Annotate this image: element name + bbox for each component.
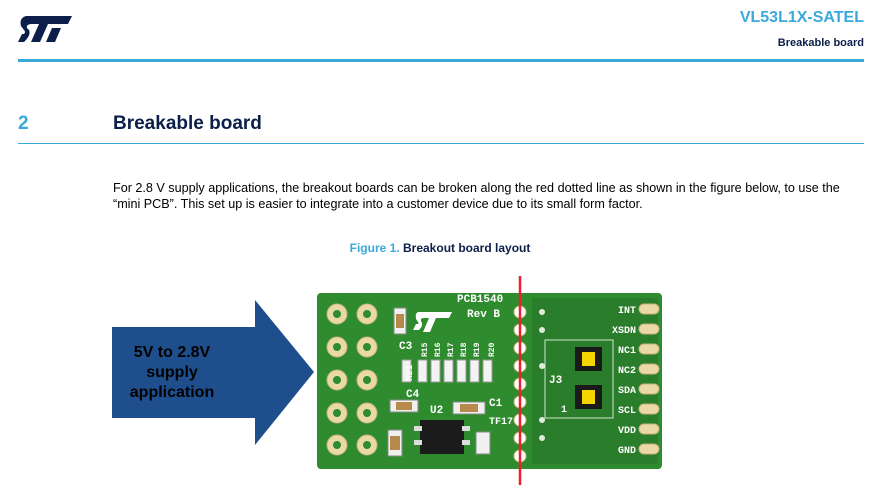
body-paragraph: For 2.8 V supply applications, the break… xyxy=(113,181,840,211)
pcb-id-label: PCB1540 xyxy=(457,294,503,306)
pin-label-vdd: VDD xyxy=(618,426,636,437)
r19-label: R19 xyxy=(473,342,482,357)
r16-label: R16 xyxy=(434,342,443,357)
pin-label-gnd: GND xyxy=(618,446,636,457)
pin-label-int: INT xyxy=(618,306,636,317)
pin-label-xsdn: XSDN xyxy=(612,326,636,337)
pin-label-sda: SDA xyxy=(618,386,636,397)
arrow-label-line1: 5V to 2.8V xyxy=(134,344,211,361)
pin-label-nc1: NC1 xyxy=(618,346,636,357)
c1-label: C1 xyxy=(489,398,503,410)
capacitor-bottom-right xyxy=(475,431,491,455)
figure-title: Breakout board layout xyxy=(403,241,531,255)
section-number: 2 xyxy=(18,113,29,134)
r20-label: R20 xyxy=(488,342,497,357)
r15-label: R15 xyxy=(421,342,430,357)
resistor-array xyxy=(417,359,493,383)
tf17-label: TF17 xyxy=(489,417,513,428)
pcb-st-logo-icon xyxy=(413,312,452,332)
st-logo-icon xyxy=(18,16,72,42)
pin-label-nc2: NC2 xyxy=(618,366,636,377)
c3-label: C3 xyxy=(399,341,413,353)
c4-label: C4 xyxy=(406,389,420,401)
r18-label: R18 xyxy=(460,342,469,357)
arrow-label-line2: supply xyxy=(146,364,198,381)
regulator-u2 xyxy=(420,420,464,454)
r21-label: R21 xyxy=(405,364,415,381)
document-subtitle: Breakable board xyxy=(777,37,864,49)
pin1-label: 1 xyxy=(561,405,567,416)
right-edge-pads xyxy=(638,303,660,455)
figure-number: Figure 1. xyxy=(349,241,400,255)
section-rule xyxy=(18,143,864,144)
j3-label: J3 xyxy=(549,375,563,387)
section-title: Breakable board xyxy=(113,113,262,134)
supply-arrow xyxy=(112,300,314,445)
header-rule xyxy=(18,59,864,62)
j3-outline xyxy=(544,339,614,419)
pin-label-scl: SCL xyxy=(618,406,636,417)
arrow-label-line3: application xyxy=(130,384,214,401)
r17-label: R17 xyxy=(447,342,456,357)
resistor-r21 xyxy=(401,359,412,383)
u2-label: U2 xyxy=(430,405,443,417)
rev-label: Rev B xyxy=(467,309,500,321)
figure-caption: Figure 1. Breakout board layout xyxy=(0,241,880,255)
document-title: VL53L1X-SATEL xyxy=(739,9,864,26)
